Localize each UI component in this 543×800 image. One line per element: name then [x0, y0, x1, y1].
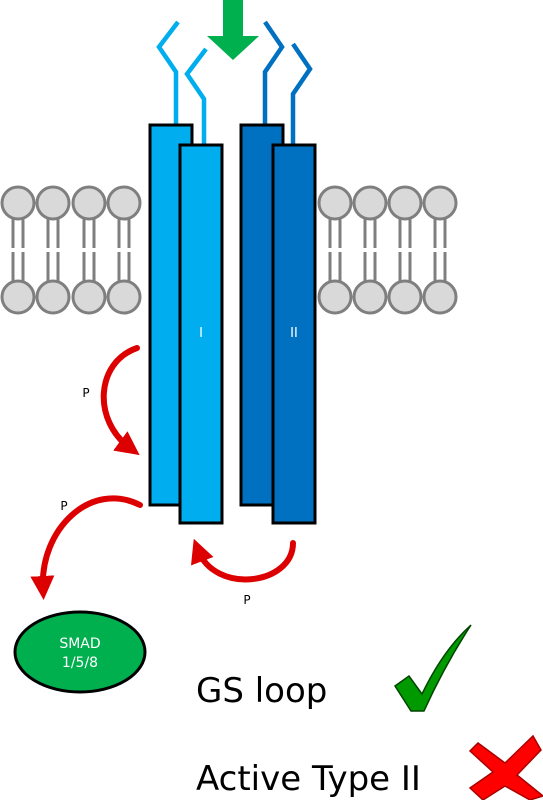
legend-gs-loop: GS loop — [196, 671, 328, 711]
ligand-arrow-icon — [207, 0, 259, 60]
type2-binding-arms — [262, 20, 313, 145]
phosphorylation-arrow-left — [100, 345, 140, 456]
membrane-left — [0, 185, 142, 315]
smad-number: 1/5/8 — [62, 655, 98, 671]
check-icon — [393, 624, 472, 712]
smad-complex: SMAD 1/5/8 — [13, 610, 147, 694]
type1-label: I — [199, 326, 203, 341]
cross-icon — [468, 734, 543, 800]
phospho-label-left: P — [82, 386, 89, 400]
smad-name: SMAD — [59, 636, 100, 652]
membrane-right — [317, 185, 458, 315]
phosphorylation-arrow-bottom — [191, 538, 296, 583]
type2-label: II — [290, 326, 298, 341]
phosphorylation-arrow-smad — [30, 495, 143, 600]
type2-receptor: II — [239, 123, 317, 525]
phospho-label-bottom: P — [243, 593, 250, 607]
type1-binding-arms — [156, 20, 208, 145]
type1-receptor: I — [148, 123, 224, 525]
phospho-label-smad: P — [60, 499, 67, 513]
legend-active-type-ii: Active Type II — [196, 759, 421, 799]
